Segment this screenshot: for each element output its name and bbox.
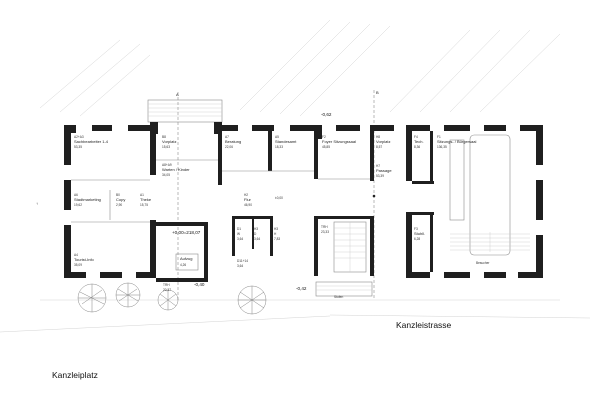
room-area: 3,64	[254, 237, 260, 241]
room-name: Sachbearbeiter 1-4	[74, 139, 109, 144]
room-code: H3	[274, 227, 278, 231]
room-area: 35,09	[74, 263, 82, 267]
room-code: A4	[74, 253, 78, 257]
room-code: A8+A9	[162, 163, 172, 167]
room-area: 34,05	[162, 173, 170, 177]
room-code: D1	[237, 227, 241, 231]
room-name: Vorplatz	[376, 139, 390, 144]
room-code: F2	[322, 135, 326, 139]
room-area: 22,06	[225, 145, 233, 149]
room-code: B0	[116, 193, 120, 197]
site-hatching	[0, 19, 590, 333]
level-minus62: -0,62	[321, 112, 332, 117]
room-area: 136,35	[437, 145, 447, 149]
room-area: 8,36	[414, 145, 420, 149]
tree-icon	[115, 282, 141, 308]
room-name: Foyer Sitzungssaal	[322, 139, 356, 144]
trees	[77, 282, 267, 315]
staircase	[333, 221, 367, 273]
section-marker-a: A	[176, 92, 179, 97]
room-area: 8,57	[376, 145, 382, 149]
room-area: 23,33	[321, 230, 329, 234]
room-area: 15,63	[162, 145, 170, 149]
square-label: Kanzleiplatz	[52, 370, 98, 380]
north-arrow-icon: ↑	[36, 201, 38, 206]
level-minus42: -0,42	[296, 286, 307, 291]
room-name: Passage	[376, 168, 392, 173]
room-code: H3	[254, 227, 258, 231]
room-area: 2,90	[116, 203, 122, 207]
section-marker-b: B	[376, 90, 379, 95]
room-code: F1	[437, 135, 441, 139]
room-code: A1	[140, 193, 144, 197]
room-name: W	[237, 232, 240, 236]
room-code: A2+A3	[74, 135, 84, 139]
room-name: Tech.	[414, 139, 424, 144]
outer-walls	[64, 122, 543, 278]
room-name: Aufzug	[180, 256, 192, 261]
room-area: 3,64	[237, 264, 243, 268]
room-name: Flur	[244, 197, 252, 202]
room-area: 6,28	[414, 237, 420, 241]
room-code: TRH	[163, 283, 170, 287]
room-area: 53,39	[376, 174, 384, 178]
room-name: Stuhll.	[414, 231, 425, 236]
room-code: D11+14	[237, 259, 248, 263]
level-markers: +0,00=218,07 -0,40 -0,42 -0,62 ±0,00 Stu…	[36, 90, 490, 299]
partition-lines	[71, 134, 511, 256]
room-code: H2	[244, 193, 248, 197]
room-area: 19,62	[74, 203, 82, 207]
room-area: 20,37	[163, 288, 171, 292]
room-area: 7,83	[274, 237, 280, 241]
room-name: Vorplatz	[162, 139, 176, 144]
street-label: Kanzleistrasse	[396, 320, 452, 330]
room-name: Sitzungs- / Bürgersaal	[437, 139, 476, 144]
room-name: H	[274, 232, 277, 236]
stufen-label: Stufen	[334, 295, 343, 299]
level-minus40: -0,40	[194, 282, 205, 287]
room-code: H7	[376, 164, 380, 168]
room-name: Theke	[140, 197, 152, 202]
room-code: F3	[414, 227, 418, 231]
room-code: B8	[162, 135, 166, 139]
level-main: +0,00=218,07	[172, 230, 201, 235]
room-name: Warten / Kinder	[162, 167, 190, 172]
besucher-label: Besucher	[476, 261, 490, 265]
level-zero: ±0,00	[275, 196, 283, 200]
tree-icon	[237, 285, 267, 315]
room-code: TRH	[321, 225, 328, 229]
room-area: 46,90	[244, 203, 252, 207]
room-area: 15,75	[140, 203, 148, 207]
room-area: 45,85	[322, 145, 330, 149]
room-name: Standesamt	[275, 139, 297, 144]
room-name: D	[254, 232, 257, 236]
room-labels: A2+A3 Sachbearbeiter 1-4 53,35 B8 Vorpla…	[74, 135, 476, 292]
room-area: 3,64	[237, 237, 243, 241]
seating-rows	[450, 232, 530, 252]
room-name: Beratung	[225, 139, 241, 144]
interior-walls	[150, 125, 434, 282]
room-name: Tourist-Info	[74, 257, 95, 262]
room-code: A7	[225, 135, 229, 139]
room-area: 53,35	[74, 145, 82, 149]
tree-icon	[77, 283, 107, 313]
room-code: H8	[376, 135, 380, 139]
tree-icon	[157, 289, 179, 311]
room-area: 4,26	[180, 263, 186, 267]
room-code: F4	[414, 135, 418, 139]
entrance-steps	[147, 90, 375, 300]
bottom-steps	[315, 281, 373, 297]
room-code: A5	[275, 135, 279, 139]
room-name: Stadtmarketing	[74, 197, 101, 202]
room-name: Copy	[116, 197, 125, 202]
room-area: 18,33	[275, 145, 283, 149]
room-code: A6	[74, 193, 78, 197]
